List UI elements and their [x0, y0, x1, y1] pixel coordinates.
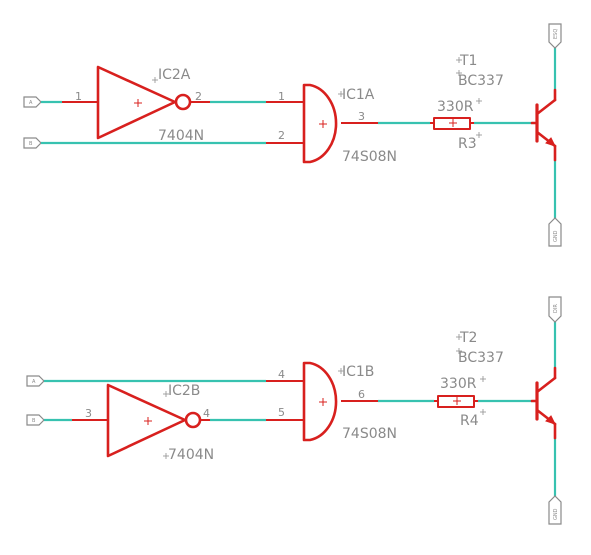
svg-text:A: A [29, 100, 33, 106]
transistor-value-2: BC337 [458, 350, 504, 366]
resistor-name: R3 [458, 136, 477, 152]
and-gate-value: 74S08N [342, 149, 397, 165]
resistor-r4: 330R R4 [434, 376, 486, 429]
resistor-value: 330R [437, 99, 474, 115]
transistor-t1: T1 BC337 [456, 53, 557, 162]
inverter-pin-out-2: 4 [203, 407, 210, 420]
and-pin-out: 3 [358, 110, 365, 123]
input-port-b: B [23, 137, 42, 149]
and-pin-out-2: 6 [358, 388, 365, 401]
and-pin-b-2: 5 [278, 406, 285, 419]
resistor-value-2: 330R [440, 376, 477, 392]
and-gate-name-2: IC1B [342, 364, 374, 380]
and-gate-ic1b: 4 5 6 IC1B 74S08N [266, 361, 397, 442]
transistor-name-2: T2 [459, 330, 477, 346]
circuit-2: A B 3 4 IC2B 7404N [26, 296, 562, 525]
transistor-name: T1 [459, 53, 477, 69]
and-pin-a-2: 4 [278, 368, 285, 381]
inverter-name: IC2A [158, 67, 191, 83]
and-pin-b: 2 [278, 129, 285, 142]
transistor-value: BC337 [458, 73, 504, 89]
svg-text:B: B [32, 418, 36, 424]
port-esq: ESQ [548, 23, 562, 49]
input-port-a-2: A [26, 375, 45, 387]
inverter-name-2: IC2B [168, 383, 200, 399]
svg-text:ESQ: ESQ [553, 29, 559, 39]
resistor-r3: 330R R3 [430, 98, 482, 152]
inverter-ic2b: 3 4 IC2B 7404N [72, 383, 214, 463]
port-gnd-1: GND [548, 217, 562, 247]
and-gate-name: IC1A [342, 87, 375, 103]
and-gate-ic1a: 1 2 3 IC1A 74S08N [266, 83, 397, 165]
svg-text:B: B [29, 141, 33, 147]
transistor-t2: T2 BC337 [456, 330, 557, 440]
input-port-b-2: B [26, 414, 45, 426]
inverter-pin-in-2: 3 [85, 407, 92, 420]
svg-text:GND: GND [553, 230, 559, 242]
inverter-value: 7404N [158, 128, 204, 144]
and-pin-a: 1 [278, 90, 285, 103]
svg-text:A: A [32, 379, 36, 385]
port-dir: DIR [548, 296, 562, 323]
svg-text:GND: GND [553, 508, 559, 520]
resistor-name-2: R4 [460, 413, 479, 429]
inverter-pin-in: 1 [75, 90, 82, 103]
circuit-1: A B 1 2 IC2A 7404N [23, 23, 562, 247]
input-port-a: A [23, 96, 42, 108]
svg-text:DIR: DIR [553, 304, 559, 313]
port-gnd-2: GND [548, 495, 562, 525]
and-gate-value-2: 74S08N [342, 426, 397, 442]
inverter-value-2: 7404N [168, 447, 214, 463]
inverter-ic2a: 1 2 IC2A 7404N [62, 65, 210, 144]
inverter-pin-out: 2 [195, 90, 202, 103]
